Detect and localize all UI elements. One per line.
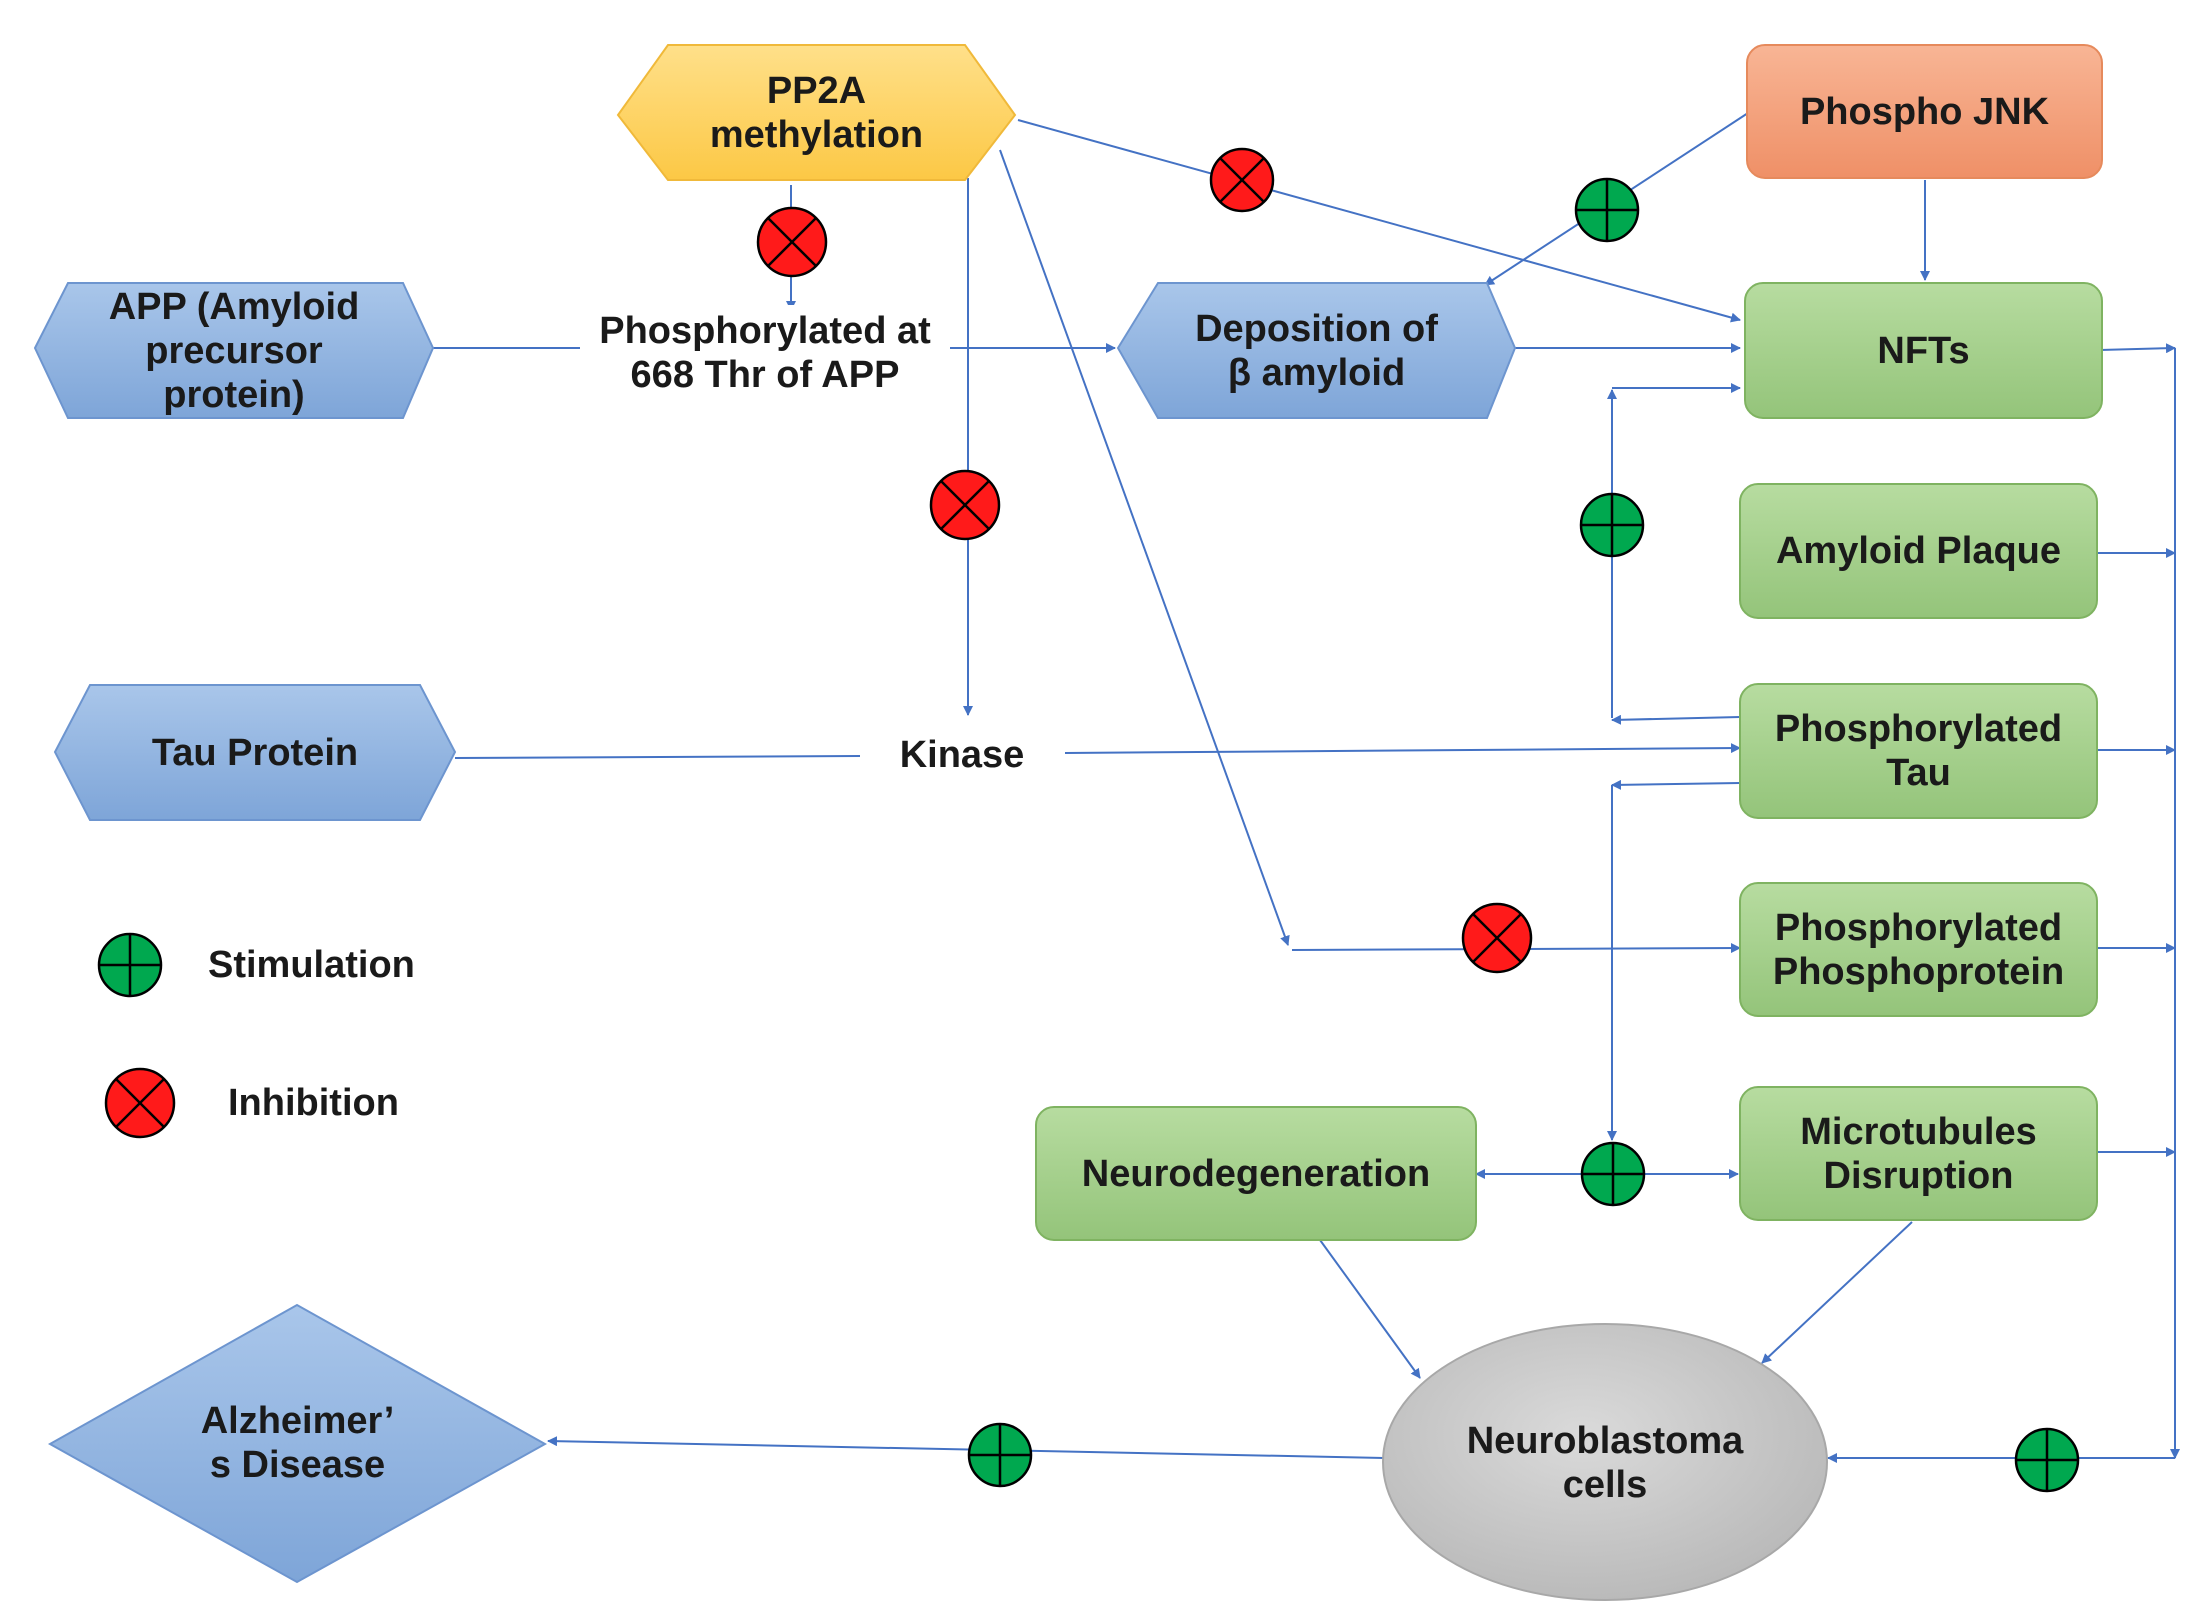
phosphorylated-tau-node bbox=[1739, 683, 2098, 819]
inhibition-legend-icon bbox=[104, 1067, 176, 1139]
amyloid-plaque-node bbox=[1739, 483, 2098, 619]
stimulation-icon bbox=[1580, 1141, 1646, 1207]
alzheimers-node bbox=[47, 1303, 548, 1584]
tau-protein-node bbox=[53, 684, 457, 821]
edge-phospho-tau-to-junction bbox=[1611, 779, 1741, 790]
deposition-node bbox=[1116, 282, 1517, 419]
edge-nfts-to-bus bbox=[2099, 343, 2176, 354]
inhibition-markers bbox=[104, 147, 1533, 1139]
phosphorylated-phosphoprotein-node bbox=[1739, 882, 2098, 1017]
edge-kinase-to-phospho-tau bbox=[1064, 743, 1741, 754]
edge-tau-to-kinase bbox=[454, 755, 861, 759]
edge-microtubules-to-neuroblastoma bbox=[1761, 1221, 1913, 1364]
stimulation-icon bbox=[967, 1422, 1033, 1488]
edge-neurodegeneration-to-neuroblastoma bbox=[1319, 1239, 1421, 1379]
stimulation-markers bbox=[97, 177, 2080, 1493]
nfts-node bbox=[1744, 282, 2103, 419]
neuroblastoma-node bbox=[1382, 1323, 1828, 1601]
stimulation-icon bbox=[1574, 177, 1640, 243]
inhibition-icon bbox=[929, 469, 1001, 541]
microtubules-node bbox=[1739, 1086, 2098, 1221]
edge-pp2a-to-phosphoprotein bbox=[999, 149, 1290, 946]
stimulation-legend-icon bbox=[97, 932, 163, 998]
edge-phospho-tau-to-nfts bbox=[1611, 714, 1741, 725]
stimulation-icon bbox=[2014, 1427, 2080, 1493]
inhibition-icon bbox=[1461, 902, 1533, 974]
inhibition-icon bbox=[1209, 147, 1275, 213]
node-shapes bbox=[33, 44, 2103, 1601]
neurodegeneration-node bbox=[1035, 1106, 1477, 1241]
edge-pp2a-to-nfts bbox=[1017, 119, 1741, 323]
phospho-jnk-node bbox=[1746, 44, 2103, 179]
pp2a-node bbox=[616, 44, 1017, 181]
inhibition-icon bbox=[756, 206, 828, 278]
edge-neuroblastoma-to-alzheimers bbox=[547, 1436, 1385, 1459]
app-node bbox=[33, 282, 435, 419]
stimulation-icon bbox=[1579, 492, 1645, 558]
